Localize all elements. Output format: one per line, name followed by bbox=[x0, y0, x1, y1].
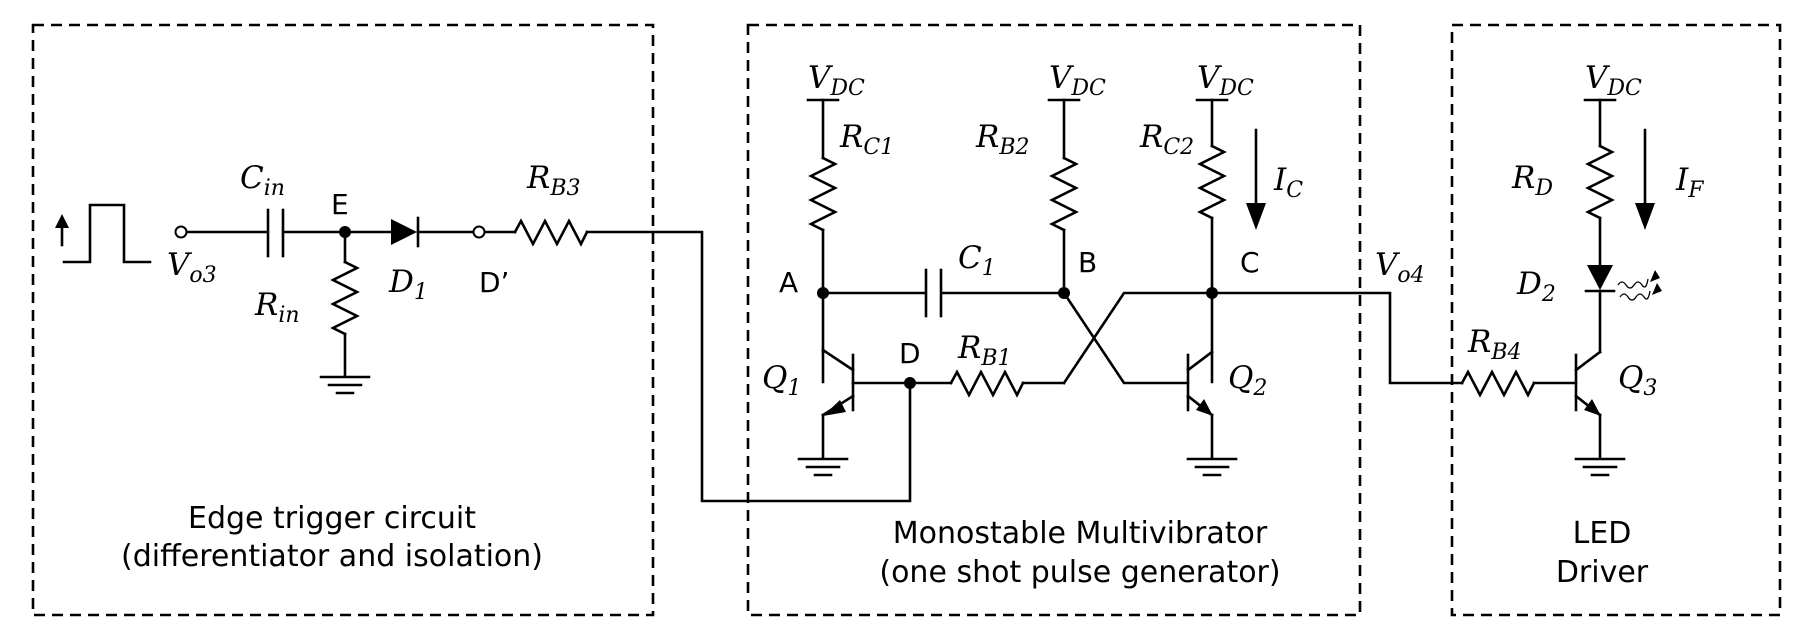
cross-wire-c-rb1 bbox=[1062, 291, 1217, 385]
resistor-rb1 bbox=[949, 369, 1025, 398]
led-caption-line2: Driver bbox=[1556, 555, 1649, 590]
wire-c-to-rb4 bbox=[1210, 291, 1464, 385]
resistor-rc2 bbox=[1197, 144, 1227, 220]
label-if: IF bbox=[1675, 162, 1704, 203]
resistor-rb4 bbox=[1460, 369, 1536, 398]
label-vdc-4: VDC bbox=[1585, 60, 1642, 101]
label-rc1: RC1 bbox=[839, 119, 894, 160]
edge-caption-line2: (differentiator and isolation) bbox=[121, 539, 543, 574]
label-rb4: RB4 bbox=[1467, 324, 1522, 365]
label-q1: Q1 bbox=[762, 360, 801, 401]
mono-caption-line1: Monostable Multivibrator bbox=[893, 516, 1268, 551]
label-rin: Rin bbox=[254, 287, 300, 328]
transistor-q3 bbox=[1574, 350, 1602, 417]
transistor-q1 bbox=[821, 348, 855, 417]
label-ic: IC bbox=[1273, 162, 1303, 203]
label-vdc-2: VDC bbox=[1049, 60, 1106, 101]
ic-arrow-icon bbox=[1246, 128, 1266, 230]
monostable-block bbox=[746, 23, 1362, 617]
label-vo4: Vo4 bbox=[1375, 247, 1425, 288]
dprime-terminal bbox=[472, 225, 486, 239]
label-rb1: RB1 bbox=[957, 330, 1012, 371]
label-node-a: A bbox=[779, 266, 798, 299]
ground-icon bbox=[319, 375, 371, 395]
resistor-rb2 bbox=[1049, 156, 1079, 232]
label-cin: Cin bbox=[240, 160, 285, 201]
label-rd: RD bbox=[1511, 160, 1553, 201]
if-arrow-icon bbox=[1635, 128, 1655, 230]
label-vdc-1: VDC bbox=[808, 60, 865, 101]
ground-icon bbox=[797, 457, 849, 477]
edge-caption-line1: Edge trigger circuit bbox=[188, 501, 476, 536]
label-node-dprime: D’ bbox=[479, 266, 509, 299]
label-q2: Q2 bbox=[1228, 360, 1267, 401]
cross-wire-b-q2 bbox=[1062, 291, 1190, 385]
resistor-rin bbox=[330, 260, 360, 336]
label-vdc-3: VDC bbox=[1197, 60, 1254, 101]
label-q3: Q3 bbox=[1618, 360, 1657, 401]
label-rb2: RB2 bbox=[975, 119, 1030, 160]
label-node-b: B bbox=[1078, 246, 1097, 279]
label-node-e: E bbox=[331, 188, 349, 221]
label-rb3: RB3 bbox=[526, 160, 581, 201]
wire-rb3-to-d bbox=[585, 230, 912, 503]
node-d-dot bbox=[904, 377, 916, 389]
led-driver-block bbox=[1450, 23, 1782, 617]
mono-caption-line2: (one shot pulse generator) bbox=[879, 555, 1280, 590]
resistor-rb3 bbox=[513, 218, 589, 247]
resistor-rd bbox=[1585, 144, 1615, 220]
vo3-terminal bbox=[174, 225, 188, 239]
label-d2: D2 bbox=[1516, 266, 1556, 307]
ground-icon bbox=[1574, 457, 1626, 477]
label-d1: D1 bbox=[388, 264, 428, 305]
edge-trigger-block bbox=[31, 23, 655, 617]
label-node-c: C bbox=[1240, 246, 1260, 279]
label-rc2: RC2 bbox=[1139, 119, 1194, 160]
label-node-d: D bbox=[899, 337, 921, 370]
diode-d1 bbox=[391, 216, 420, 248]
label-vo3: Vo3 bbox=[167, 247, 217, 288]
led-d2 bbox=[1584, 265, 1616, 293]
resistor-rc1 bbox=[808, 156, 838, 232]
light-emission-icon bbox=[1617, 270, 1662, 301]
label-c1: C1 bbox=[958, 240, 996, 281]
ground-icon bbox=[1186, 457, 1238, 477]
capacitor-cin bbox=[266, 208, 285, 258]
led-caption-line1: LED bbox=[1573, 516, 1632, 551]
capacitor-c1 bbox=[924, 268, 943, 318]
transistor-q2 bbox=[1186, 350, 1214, 417]
input-pulse-symbol bbox=[55, 203, 152, 264]
